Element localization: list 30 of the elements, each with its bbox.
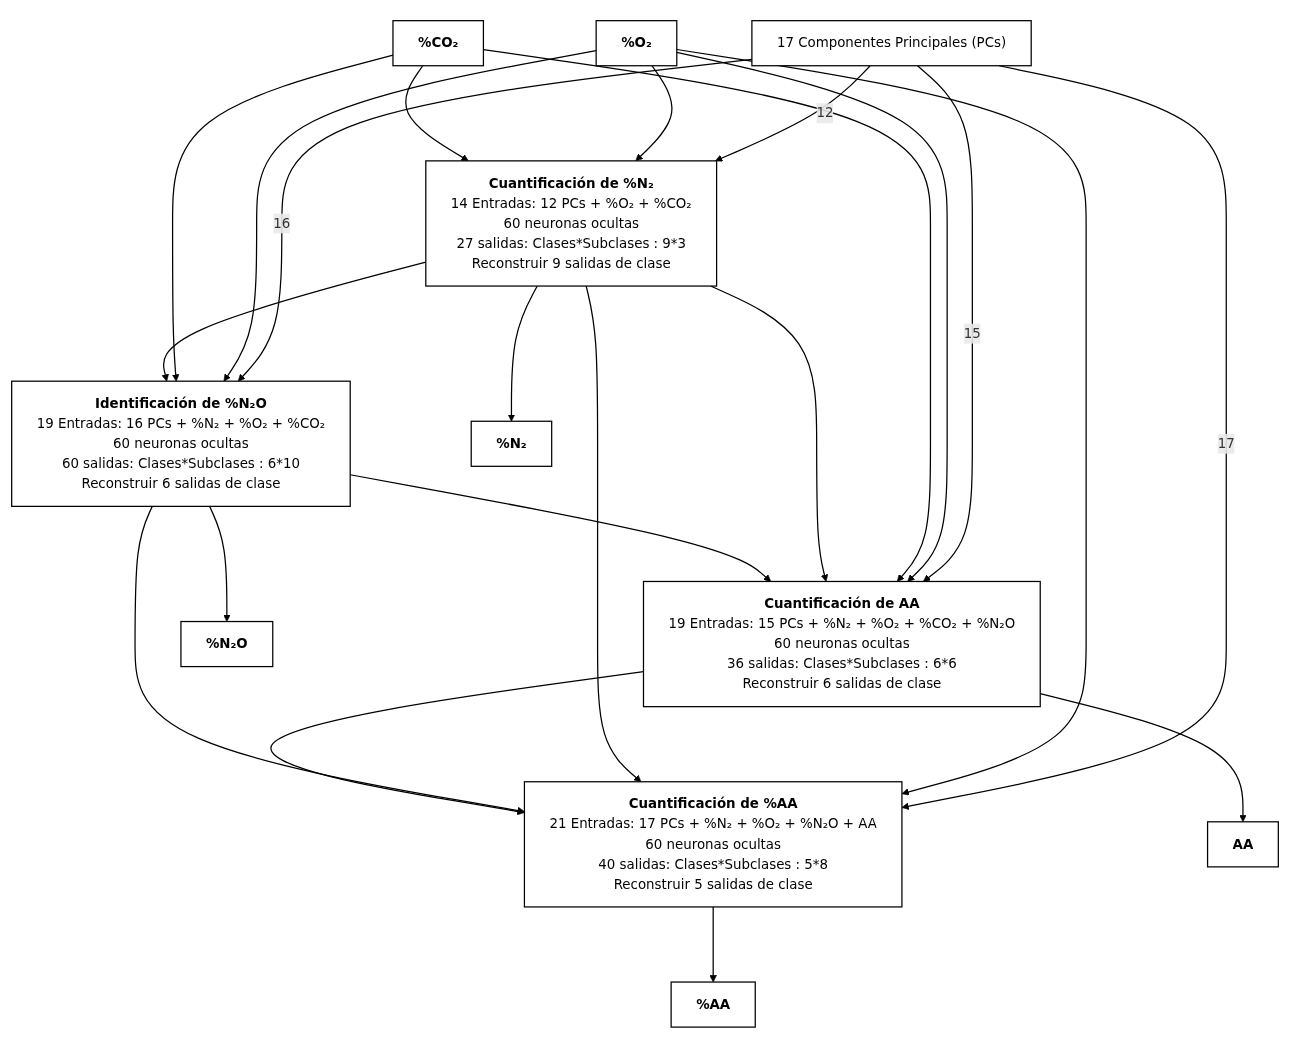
node-box: Cuantificación de AA 19 Entradas: 15 PCs + %N₂ + %O₂ + %CO₂ + %N₂O 60 neuronas ocultas 36 salidas: Clases*Subclases : 6*6 Reconstruir 6 salidas de clase [642,580,1041,707]
arrow [916,64,973,582]
node-box: %AA [670,981,756,1028]
edge-label: 12 [816,104,834,121]
edge-label: 16 [272,214,290,231]
arrow [507,285,538,422]
arrow [404,64,469,161]
edge-label: 17 [1217,435,1235,451]
arrow [714,64,871,162]
node-box: %O₂ [595,19,677,66]
node-box: %CO₂ [391,19,484,66]
node-box: Identificación de %N₂O 19 Entradas: 16 PCs + %N₂ + %O₂ + %CO₂ 60 neuronas ocultas 60 salidas: Clases*Subclases : 6*10 Reconstruir 6 salidas de clase [10,380,351,507]
arrow [634,64,673,161]
arrow [208,505,230,622]
edge-label: 15 [963,324,981,341]
arrow [709,905,717,982]
arrow [161,261,426,382]
node-box: Cuantificación de %N₂ 14 Entradas: 12 PCs + %O₂ + %CO₂ 60 neuronas ocultas 27 salidas: Clases*Subclases : 9*3 Reconstruir 9 salidas de clase [424,159,717,287]
arrow [709,285,828,582]
arrow [349,473,771,582]
node-box: %N₂ [470,420,552,467]
node-box: AA [1206,820,1279,868]
arrow [585,285,641,782]
arrow [901,64,1227,810]
arrow [1039,692,1247,822]
arrow [482,48,931,582]
node-box: Cuantificación de %AA 21 Entradas: 17 PCs + %N₂ + %O₂ + %N₂O + AA 60 neuronas ocultas 40 salidas: Clases*Subclases : 5*8 Reconstruir 5 salidas de clase [523,780,903,908]
node-box: 17 Componentes Principales (PCs) [750,19,1032,66]
arrow [237,58,752,382]
node-box: %N₂O [179,620,273,667]
